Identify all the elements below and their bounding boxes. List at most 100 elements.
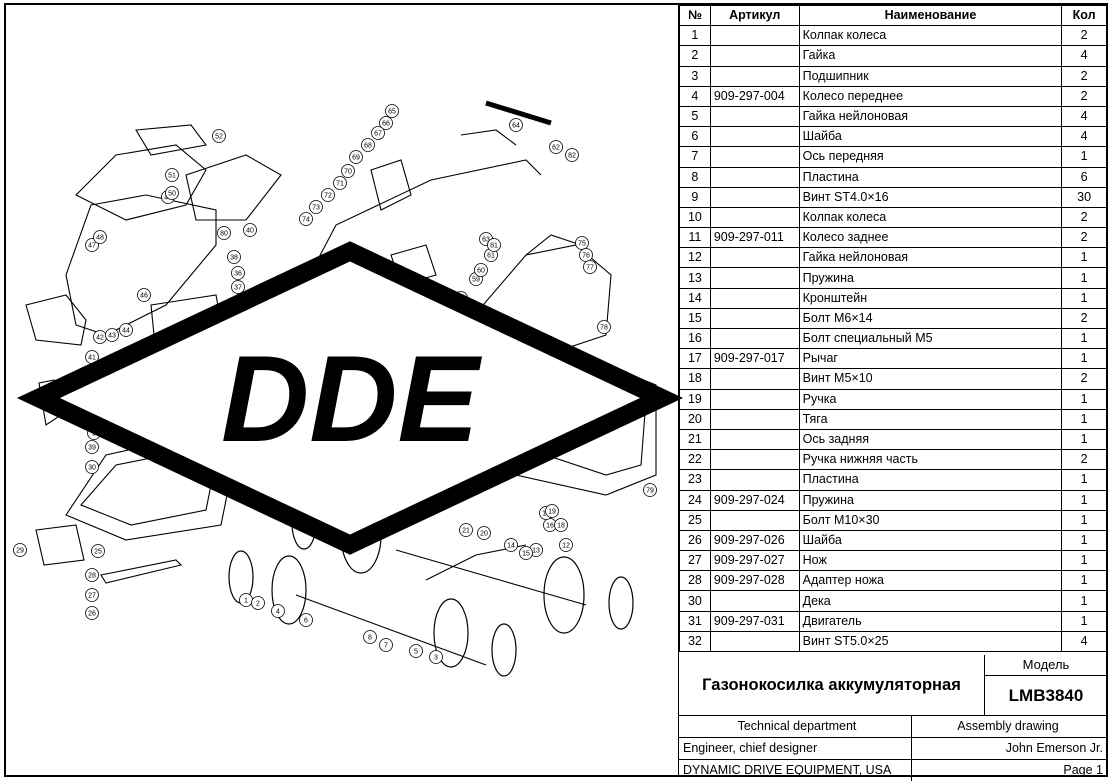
cell-name: Адаптер ножа (798, 570, 1063, 592)
title-row-company: DYNAMIC DRIVE EQUIPMENT, USA Page 1 (679, 760, 1107, 781)
callout-43: 43 (105, 328, 119, 342)
cell-qty: 1 (1061, 469, 1107, 491)
callout-48: 48 (93, 230, 107, 244)
callout-21: 21 (459, 523, 473, 537)
cell-qty: 1 (1061, 529, 1107, 552)
callout-number: 8 (368, 635, 372, 642)
cell-name: Колесо переднее (798, 85, 1063, 107)
rear-axle-part (395, 549, 587, 606)
cell-name: Колпак колеса (798, 206, 1063, 229)
callout-number: 29 (16, 548, 24, 555)
cell-num: 27 (679, 550, 711, 572)
callout-number: 61 (487, 253, 495, 260)
callout-44: 44 (119, 323, 133, 337)
callout-number: 66 (382, 121, 390, 128)
cell-num: 17 (679, 348, 711, 370)
cell-name: Гайка нейлоновая (798, 105, 1063, 128)
cell-num: 18 (679, 368, 711, 390)
cell-num: 20 (679, 408, 711, 430)
callout-number: 59 (472, 277, 480, 284)
callout-number: 76 (582, 253, 590, 260)
cell-name: Нож (798, 550, 1063, 572)
callout-41: 41 (85, 350, 99, 364)
battery-cover-part (185, 154, 282, 221)
callout-2: 2 (251, 596, 265, 610)
callout-number: 7 (384, 643, 388, 650)
cell-article (709, 388, 800, 410)
cell-name: Двигатель (798, 610, 1063, 632)
callout-65: 65 (385, 104, 399, 118)
callout-28: 28 (85, 568, 99, 582)
callout-number: 52 (215, 134, 223, 141)
product-name: Газонокосилка аккумуляторная (679, 655, 985, 716)
callout-number: 14 (507, 543, 515, 550)
callout-6: 6 (299, 613, 313, 627)
callout-37: 37 (231, 280, 245, 294)
company-text: DYNAMIC DRIVE EQUIPMENT, USA (679, 760, 912, 781)
cell-name: Гайка нейлоновая (798, 247, 1063, 269)
cell-article (709, 25, 800, 47)
callout-number: 20 (480, 531, 488, 538)
role-text: Engineer, chief designer (679, 738, 912, 759)
cell-num: 13 (679, 267, 711, 289)
callout-number: 64 (512, 123, 520, 130)
cell-qty: 30 (1061, 186, 1107, 208)
callout-62: 62 (549, 140, 563, 154)
cell-num: 9 (679, 186, 711, 208)
logo-text: DDE (221, 330, 482, 467)
callout-number: 3 (434, 655, 438, 662)
cell-name: Подшипник (798, 65, 1063, 87)
cell-name: Болт М6×14 (798, 307, 1063, 330)
cell-num: 4 (679, 85, 711, 107)
callout-number: 21 (462, 528, 470, 535)
callout-4: 4 (271, 604, 285, 618)
callout-number: 36 (234, 271, 242, 278)
callout-number: 63 (482, 237, 490, 244)
callout-number: 46 (140, 293, 148, 300)
cell-num: 21 (679, 428, 711, 451)
wheel-cap-rear-right (608, 576, 634, 630)
cell-name: Гайка (798, 45, 1063, 67)
cell-article: 909-297-028 (709, 570, 800, 592)
callout-5: 5 (409, 644, 423, 658)
cell-num: 3 (679, 65, 711, 87)
cell-num: 25 (679, 509, 711, 531)
cell-qty: 1 (1061, 388, 1107, 410)
callout-number: 16 (546, 523, 554, 530)
cell-qty: 4 (1061, 105, 1107, 128)
callout-19: 19 (545, 504, 559, 518)
cell-article (709, 166, 800, 188)
cell-qty: 2 (1061, 449, 1107, 471)
callout-68: 68 (361, 138, 375, 152)
front-wheel-right (433, 598, 469, 668)
page-number: Page 1 (1063, 763, 1103, 777)
callout-69: 69 (349, 150, 363, 164)
callout-number: 13 (532, 548, 540, 555)
callout-60: 60 (474, 263, 488, 277)
callout-38: 38 (227, 250, 241, 264)
cell-name: Болт специальный М5 (798, 327, 1063, 350)
cell-name: Колесо заднее (798, 227, 1063, 249)
callout-number: 73 (312, 205, 320, 212)
callout-14: 14 (504, 538, 518, 552)
cell-article (709, 186, 800, 208)
cell-name: Винт ST4.0×16 (798, 186, 1063, 208)
callout-3: 3 (429, 650, 443, 664)
cell-num: 1 (679, 25, 711, 47)
cell-article (709, 368, 800, 390)
callout-number: 77 (586, 265, 594, 272)
cell-article (709, 307, 800, 330)
cell-qty: 1 (1061, 267, 1107, 289)
cell-name: Колпак колеса (798, 25, 1063, 47)
callout-number: 40 (246, 228, 254, 235)
